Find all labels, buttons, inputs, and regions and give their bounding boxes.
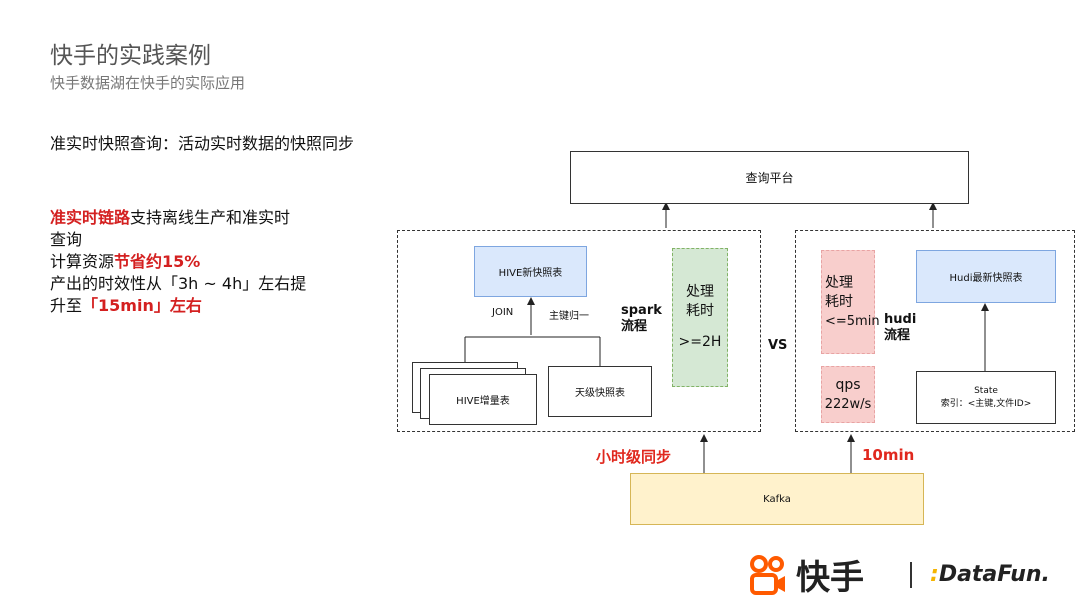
kafka-box: Kafka [630,473,924,525]
hudi-qps-title: qps [835,376,861,393]
spark-cost-box: 处理 耗时 >=2H [672,248,728,387]
spark-label-line1: spark [621,303,662,318]
spark-flow-label: spark 流程 [621,303,662,335]
hudi-cost-title-2: 耗时 [825,293,853,310]
hourly-sync-label: 小时级同步 [596,448,672,466]
bullet-text: 支持离线生产和准实时 [130,208,291,227]
kuaishou-logo-text: 快手 [796,558,864,598]
state-index: 索引：<主键,文件ID> [940,398,1032,409]
spark-cost-title-2: 耗时 [686,303,714,319]
hudi-group [795,230,1075,432]
hive-incremental-box: HIVE增量表 [429,374,537,425]
kuaishou-logo-icon [750,555,785,595]
spark-label-line2: 流程 [621,319,648,334]
hudi-cost-title-1: 处理 [825,274,853,291]
hudi-flow-label: hudi 流程 [884,312,916,344]
bullet-text: 计算资源 [50,252,115,271]
timeliness-text: 「15min」左右 [82,296,202,315]
bullet-line-1: 准实时链路支持离线生产和准实时 [50,207,350,229]
saving-text: 节省约15% [114,252,201,271]
pk-merge-label: 主键归一 [549,311,589,322]
bullet-list: 准实时链路支持离线生产和准实时 查询 计算资源节省约15% 产出的时效性从「3h… [50,207,350,317]
ten-min-label: 10min [862,446,915,464]
bullet-text: 升至 [50,296,83,315]
slide-title: 快手的实践案例 [50,43,211,69]
daily-snapshot-box: 天级快照表 [548,366,652,417]
headline: 准实时快照查询：活动实时数据的快照同步 [50,134,355,153]
bullet-line-4: 产出的时效性从「3h ~ 4h」左右提 [50,274,307,293]
hudi-qps-value: 222w/s [824,396,872,412]
spark-cost-value: >=2H [678,334,722,350]
state-title: State [974,385,998,396]
hudi-cost-value: <=5min [825,313,880,329]
spark-cost-title-1: 处理 [686,284,714,300]
hudi-qps-box: qps 222w/s [821,366,875,423]
datafun-logo: :DataFun. [930,562,1050,587]
state-box: State 索引：<主键,文件ID> [916,371,1056,424]
datafun-logo-text: DataFun. [938,562,1050,587]
bullet-line-2: 查询 [50,230,83,249]
bullet-line-3: 计算资源节省约15% [50,251,350,273]
hudi-label-line2: 流程 [884,328,911,343]
hive-snapshot-box: HIVE新快照表 [474,246,587,297]
hudi-snapshot-box: Hudi最新快照表 [916,250,1056,303]
join-label: JOIN [492,307,514,318]
hudi-label-line1: hudi [884,312,917,327]
bullet-line-5: 升至「15min」左右 [50,295,350,317]
datafun-logo-mark: : [930,562,939,587]
vs-label: VS [768,338,788,353]
hudi-cost-box: 处理 耗时 <=5min [821,250,880,354]
slide-subtitle: 快手数据湖在快手的实际应用 [50,74,246,92]
realtime-link-text: 准实时链路 [50,208,131,227]
spark-group [397,230,761,432]
query-platform-box: 查询平台 [570,151,969,204]
logo-separator [910,562,912,588]
